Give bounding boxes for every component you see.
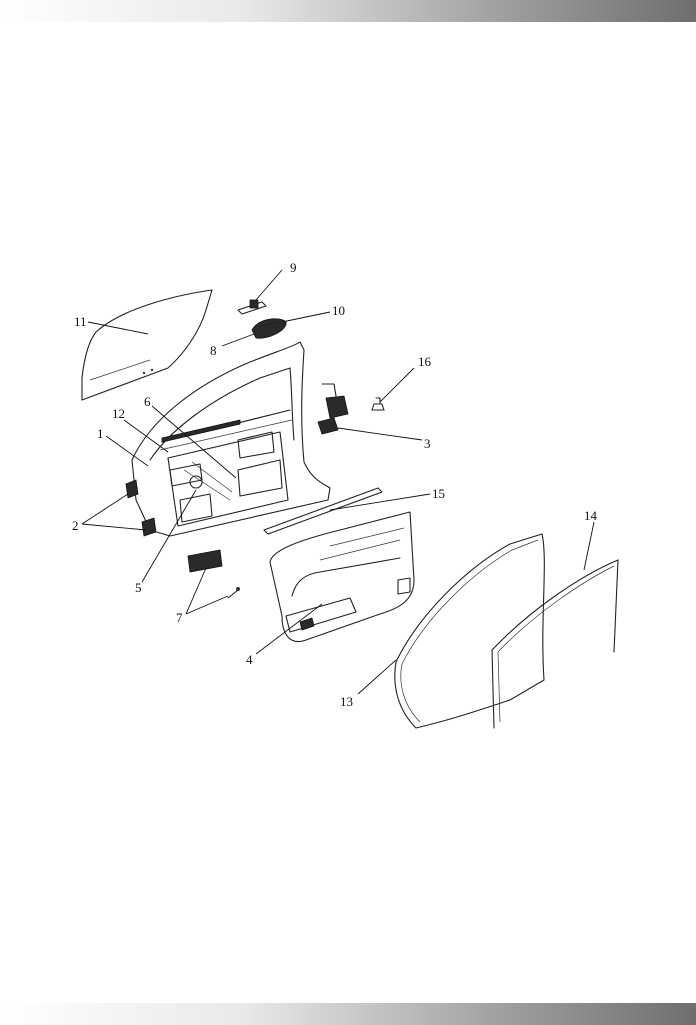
callout-9: 9 (290, 260, 297, 275)
callout-13: 13 (340, 694, 353, 709)
leader-4 (255, 603, 323, 655)
window-switch-part (187, 549, 240, 599)
door-lock-assembly-part (317, 383, 349, 435)
leader-6 (151, 405, 237, 479)
leader-11 (87, 321, 149, 335)
belt-moulding-part (263, 487, 383, 535)
leader-lines (81, 269, 595, 695)
callout-12: 12 (112, 406, 125, 421)
leader-16 (379, 367, 415, 403)
leader-5 (141, 489, 197, 583)
callout-numbers: 9 10 8 11 16 3 12 6 1 2 5 7 4 15 13 14 (72, 260, 598, 709)
callout-7: 7 (176, 610, 183, 625)
door-trim-panel-part (269, 511, 415, 642)
leader-13 (357, 659, 397, 695)
page-header-bar (0, 0, 696, 22)
callout-14: 14 (584, 508, 598, 523)
callout-3: 3 (424, 436, 431, 451)
leader-2a (81, 493, 129, 525)
callout-16: 16 (418, 354, 432, 369)
callout-5: 5 (135, 580, 142, 595)
leader-3 (337, 427, 423, 441)
leader-9 (255, 269, 283, 301)
callout-15: 15 (432, 486, 445, 501)
callout-6: 6 (144, 394, 151, 409)
door-weatherstrip-part (394, 533, 545, 729)
leader-1 (105, 435, 149, 467)
page-footer-bar (0, 1003, 696, 1025)
callout-4: 4 (246, 652, 253, 667)
leader-14 (583, 521, 595, 571)
callout-8: 8 (210, 343, 217, 358)
door-lock-cylinder-part (237, 299, 267, 315)
callout-1: 1 (97, 426, 104, 441)
door-glass-part (81, 289, 213, 401)
callout-11: 11 (74, 314, 87, 329)
leader-7b (185, 595, 229, 615)
callout-2: 2 (72, 518, 79, 533)
leader-15 (329, 493, 431, 511)
leader-10 (281, 311, 331, 323)
door-hinge-part (125, 479, 157, 537)
door-frame-part (131, 341, 331, 537)
leader-12 (123, 419, 169, 453)
leader-8 (221, 333, 255, 347)
outside-handle-part (251, 318, 287, 339)
leader-7a (185, 567, 207, 615)
leader-2b (81, 523, 147, 531)
inner-weatherstrip-part (491, 559, 619, 729)
callout-10: 10 (332, 303, 345, 318)
